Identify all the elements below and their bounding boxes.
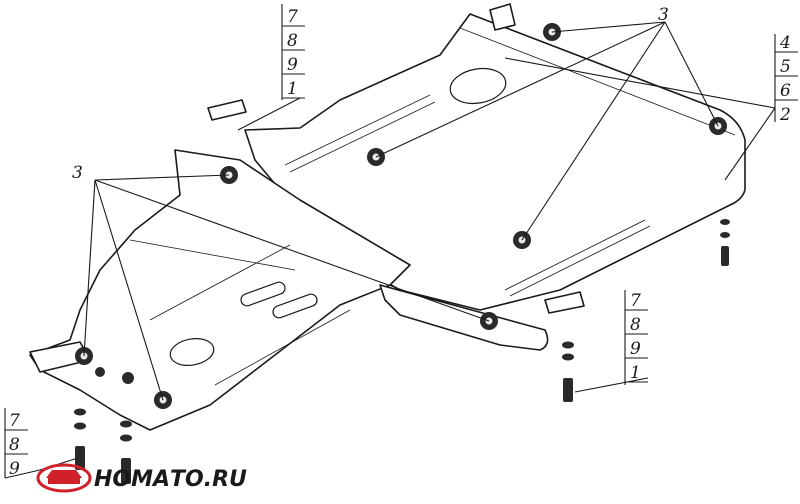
upper-plate-rib — [284, 94, 431, 166]
callout-stack-bottom-left: 7 8 9 — [4, 408, 41, 479]
upper-plate-access-hole — [449, 67, 507, 105]
upper-plate-rib-4 — [509, 225, 651, 297]
site-logo: НОМАТО.RU — [36, 463, 247, 493]
lower-plate-rib-2 — [214, 309, 351, 386]
callout-label-nuts-top: 3 — [658, 5, 669, 25]
callout-label: 1 — [630, 363, 641, 383]
upper-plate-rib-2 — [289, 101, 436, 173]
lower-plate-rib — [149, 244, 291, 321]
callout-label: 7 — [630, 291, 641, 311]
callout-label: 2 — [779, 105, 791, 125]
callout-label: 8 — [9, 435, 20, 455]
callout-label: 6 — [780, 81, 791, 101]
callout-stack-right-bottom: 7 8 9 1 — [624, 290, 648, 385]
callout-stack-top-left: 7 8 9 1 — [281, 4, 305, 100]
rear-bracket-strip — [379, 284, 549, 351]
upper-plate-rib-3 — [504, 219, 646, 291]
bolt-right-upper — [720, 219, 730, 266]
callout-label: 4 — [779, 33, 791, 53]
callout-label: 9 — [9, 459, 20, 479]
callout-label: 7 — [287, 7, 298, 27]
lower-plate-slot-1 — [240, 281, 286, 307]
right-bracket-tab — [544, 291, 585, 314]
bolt-bottom-left-2 — [120, 420, 132, 484]
callout-label: 5 — [780, 57, 791, 77]
bolt-right-lower — [562, 341, 574, 402]
upper-plate-fold-line — [459, 27, 736, 136]
callout-label: 8 — [287, 31, 298, 51]
lower-plate-access-hole — [169, 338, 215, 366]
bolt-front-bracket — [95, 367, 134, 384]
callout-label: 8 — [630, 315, 641, 335]
callout-label-nuts-left: 3 — [72, 163, 83, 183]
lower-plate-fold-line — [129, 239, 296, 271]
callout-label: 9 — [287, 55, 298, 75]
top-bracket-tab — [489, 3, 516, 31]
lower-plate — [29, 149, 411, 431]
logo-text: НОМАТО.RU — [94, 467, 247, 492]
left-bracket-tab — [207, 99, 247, 121]
callout-label: 7 — [9, 411, 20, 431]
callout-label: 9 — [630, 339, 641, 359]
lower-plate-outline — [29, 149, 411, 431]
lower-plate-slot-2 — [272, 293, 318, 319]
bolt-bottom-left-1 — [74, 408, 86, 470]
callout-label: 1 — [287, 79, 298, 99]
callout-stack-top-right: 4 5 6 2 — [774, 33, 798, 125]
car-front-logo-icon — [36, 463, 92, 493]
